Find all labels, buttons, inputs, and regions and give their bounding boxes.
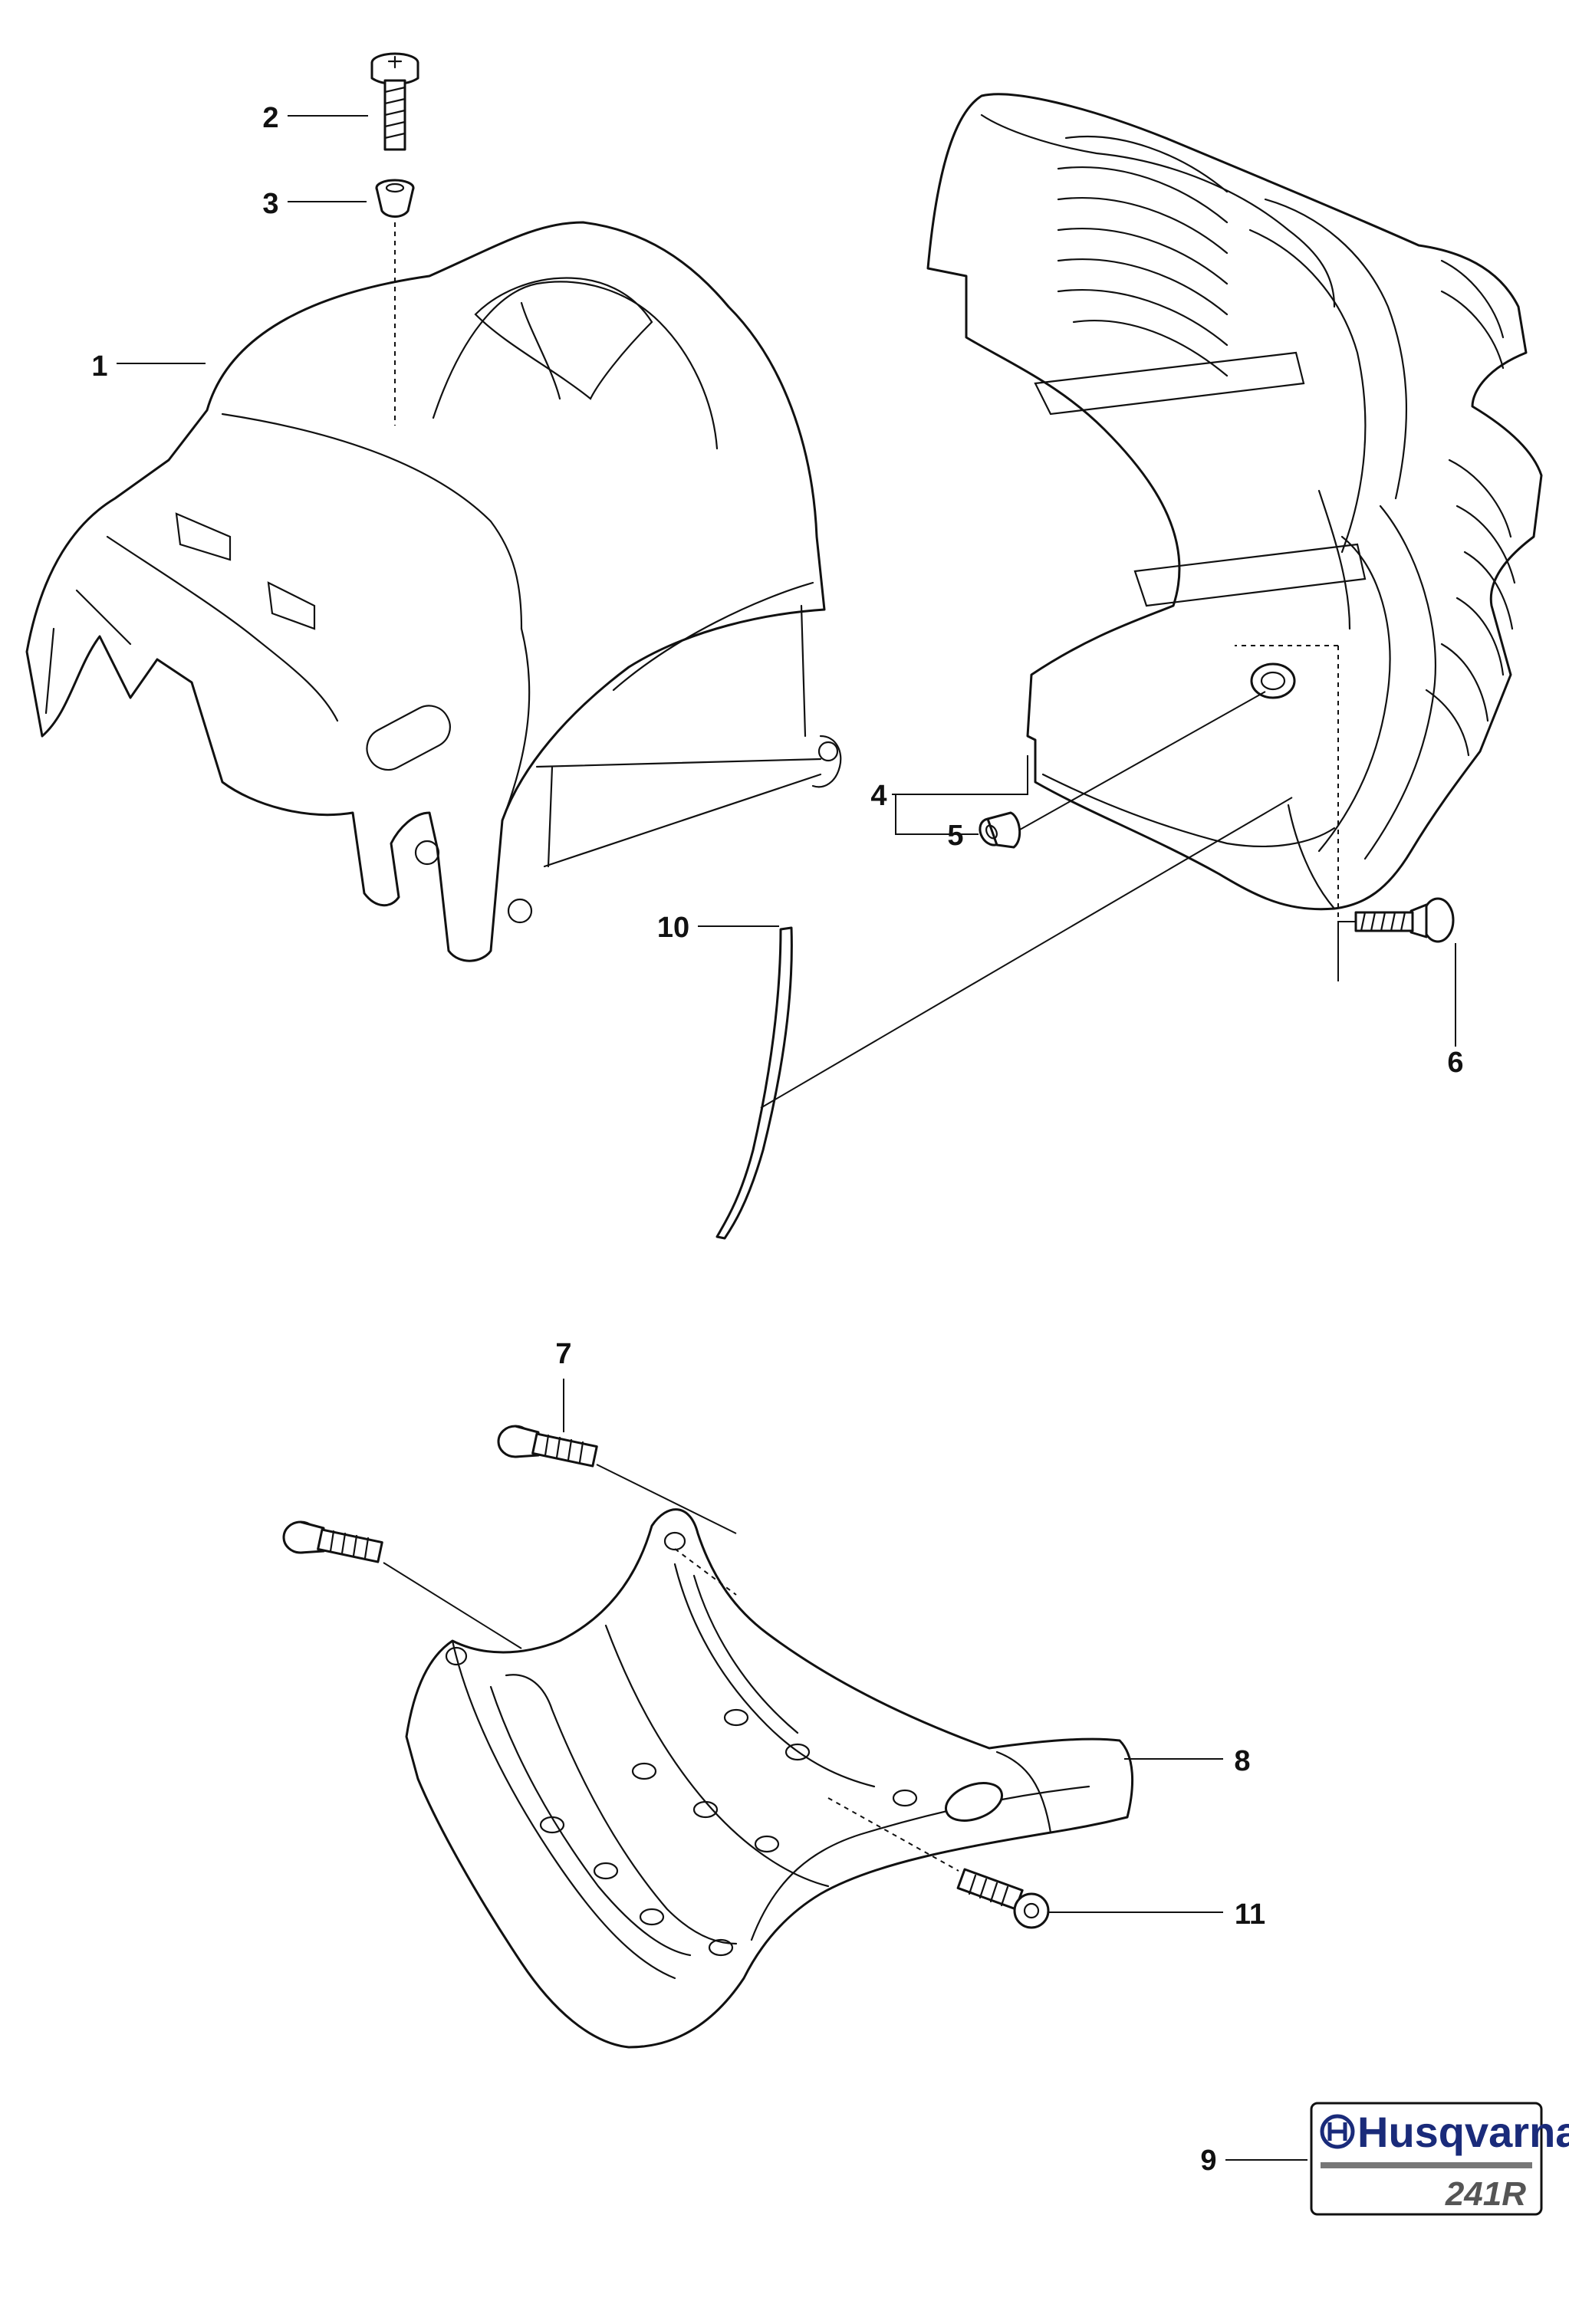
decal-brand: Husqvarna bbox=[1357, 2108, 1569, 2156]
decal-model: 241R bbox=[1445, 2175, 1526, 2213]
callout-8: 8 bbox=[1234, 1745, 1250, 1777]
bushing-part-3 bbox=[375, 179, 415, 218]
decal-part-9: Husqvarna 241R bbox=[1310, 2102, 1569, 2216]
callout-9: 9 bbox=[1200, 2145, 1216, 2177]
callout-4: 4 bbox=[870, 780, 886, 812]
callout-10: 10 bbox=[657, 912, 689, 944]
husqvarna-logo-icon bbox=[1320, 2114, 1355, 2149]
seal-strip-part-10 bbox=[715, 926, 793, 1240]
bushing-part-5 bbox=[979, 811, 1021, 849]
callout-5: 5 bbox=[947, 820, 963, 852]
housing-part-4 bbox=[926, 93, 1543, 911]
callout-6: 6 bbox=[1447, 1047, 1463, 1079]
screw-part-7b bbox=[282, 1520, 383, 1563]
callout-11: 11 bbox=[1235, 1898, 1265, 1931]
skid-plate-part-8 bbox=[405, 1508, 1133, 2049]
callout-3: 3 bbox=[262, 188, 278, 220]
screw-part-2 bbox=[370, 52, 419, 151]
callout-2: 2 bbox=[262, 102, 278, 134]
cylinder-cover-part bbox=[25, 221, 842, 962]
callout-1: 1 bbox=[91, 350, 107, 383]
callout-7: 7 bbox=[555, 1338, 571, 1370]
leader-lines bbox=[117, 115, 1456, 2161]
screw-part-11 bbox=[956, 1868, 1050, 1929]
screw-part-7 bbox=[497, 1425, 598, 1468]
screw-part-6 bbox=[1354, 897, 1455, 943]
